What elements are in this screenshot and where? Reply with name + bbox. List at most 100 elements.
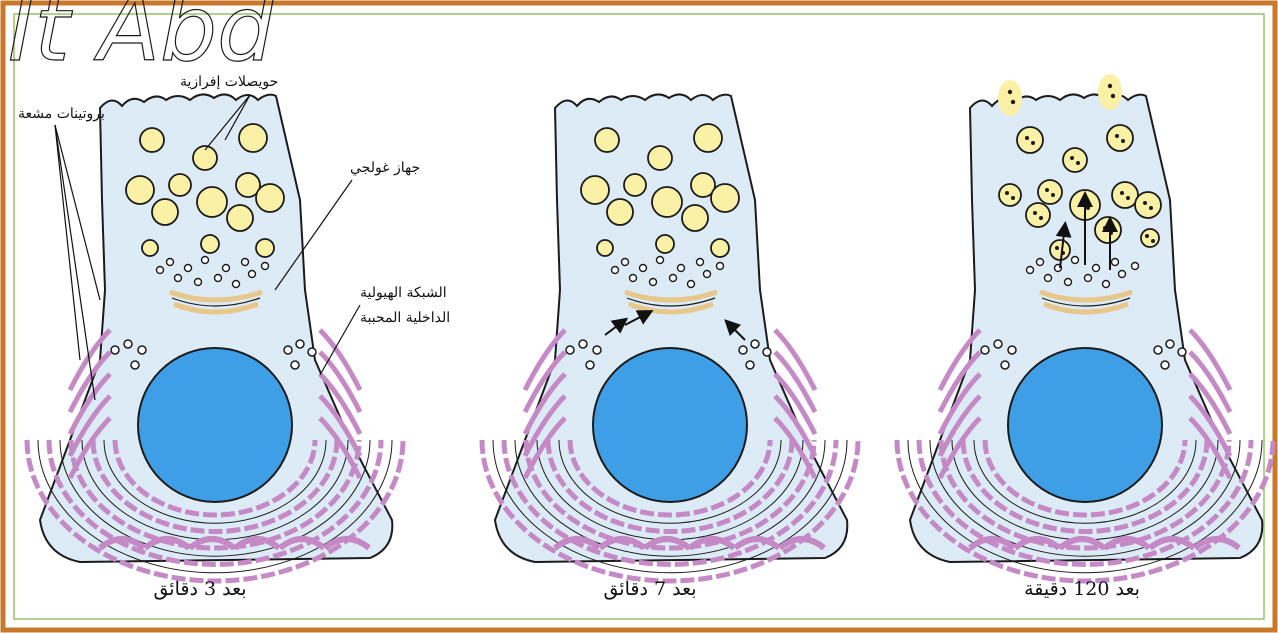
transport-vesicle [1154, 346, 1162, 354]
label-radioactive-proteins: بروتينات مشعة [18, 106, 105, 123]
transport-vesicle [138, 346, 146, 354]
secretory-vesicle [682, 205, 708, 231]
labelled-protein [1011, 100, 1015, 104]
small-vesicle [262, 263, 269, 270]
secretory-vesicle [1038, 180, 1062, 204]
small-vesicle [1103, 281, 1110, 288]
labelled-protein [1008, 90, 1012, 94]
secretory-vesicle [126, 176, 154, 204]
transport-vesicle [994, 340, 1002, 348]
transport-vesicle [586, 361, 594, 369]
cells-layer [27, 74, 1273, 581]
transport-vesicle [593, 346, 601, 354]
labelled-protein [1080, 201, 1084, 205]
secretory-vesicle [1107, 125, 1133, 151]
small-vesicle [1072, 257, 1079, 264]
labelled-protein [1120, 191, 1124, 195]
small-vesicle [1037, 259, 1044, 266]
secretory-vesicle [597, 240, 613, 256]
transport-vesicle [579, 340, 587, 348]
secretory-vesicle [1095, 217, 1121, 243]
secretory-vesicle [648, 146, 672, 170]
labelled-protein [1115, 134, 1119, 138]
labelled-protein [1031, 141, 1035, 145]
small-vesicle [157, 267, 164, 274]
small-vesicle [1112, 259, 1119, 266]
labelled-protein [1025, 136, 1029, 140]
small-vesicle [622, 259, 629, 266]
transport-vesicle [131, 361, 139, 369]
labelled-protein [1121, 139, 1125, 143]
labelled-protein [1033, 211, 1037, 215]
secretory-vesicle [711, 239, 729, 257]
labelled-protein [1145, 234, 1149, 238]
secretory-vesicle [652, 187, 682, 217]
secretory-vesicle [152, 199, 178, 225]
secretory-vesicle [624, 174, 646, 196]
secretory-vesicle [239, 124, 267, 152]
small-vesicle [249, 271, 256, 278]
small-vesicle [678, 265, 685, 272]
secretory-vesicle [999, 184, 1021, 206]
transport-vesicle [1166, 340, 1174, 348]
transport-vesicle [763, 348, 771, 356]
transport-vesicle [751, 340, 759, 348]
small-vesicle [1065, 279, 1072, 286]
nucleus [593, 348, 747, 502]
secretory-vesicle [694, 124, 722, 152]
transport-vesicle [291, 361, 299, 369]
nucleus [1008, 348, 1162, 502]
labelled-protein [1126, 196, 1130, 200]
labelled-protein [1070, 156, 1074, 160]
secretory-vesicle [1017, 127, 1043, 153]
small-vesicle [215, 275, 222, 282]
caption-120-minutes: بعد 120 دقيقة [962, 578, 1202, 608]
secretory-vesicle [581, 176, 609, 204]
transport-vesicle [284, 346, 292, 354]
small-vesicle [1119, 271, 1126, 278]
labelled-protein [1039, 216, 1043, 220]
secretory-vesicle [227, 205, 253, 231]
secretory-vesicle [1135, 192, 1161, 218]
labelled-protein [1143, 201, 1147, 205]
small-vesicle [697, 259, 704, 266]
transport-vesicle [1161, 361, 1169, 369]
labelled-protein [1149, 206, 1153, 210]
transport-vesicle [1001, 361, 1009, 369]
small-vesicle [657, 257, 664, 264]
secretory-vesicle [1112, 182, 1138, 208]
transport-vesicle [111, 346, 119, 354]
label-golgi-apparatus: جهاز غولجي [350, 160, 420, 177]
secretory-vesicle [1050, 240, 1070, 260]
labelled-protein [1103, 226, 1107, 230]
transport-vesicle [566, 346, 574, 354]
labelled-protein [1051, 193, 1055, 197]
labelled-protein [1076, 161, 1080, 165]
small-vesicle [233, 281, 240, 288]
small-vesicle [630, 275, 637, 282]
small-vesicle [612, 267, 619, 274]
nucleus [138, 348, 292, 502]
small-vesicle [1132, 263, 1139, 270]
transport-vesicle [739, 346, 747, 354]
labelled-protein [1111, 94, 1115, 98]
small-vesicle [167, 259, 174, 266]
small-vesicle [195, 279, 202, 286]
labelled-protein [1151, 239, 1155, 243]
transport-vesicle [296, 340, 304, 348]
transport-vesicle [746, 361, 754, 369]
label-secretory-vesicles: حويصلات إفرازية [180, 74, 278, 91]
labelled-protein [1045, 188, 1049, 192]
small-vesicle [175, 275, 182, 282]
exocytosis-vesicle [1098, 74, 1122, 110]
caption-3-minutes: بعد 3 دقائق [80, 578, 320, 608]
secretory-vesicle [607, 199, 633, 225]
small-vesicle [640, 265, 647, 272]
secretory-vesicle [1026, 203, 1050, 227]
secretory-vesicle [595, 128, 619, 152]
secretory-vesicle [656, 235, 674, 253]
small-vesicle [688, 281, 695, 288]
small-vesicle [1085, 275, 1092, 282]
